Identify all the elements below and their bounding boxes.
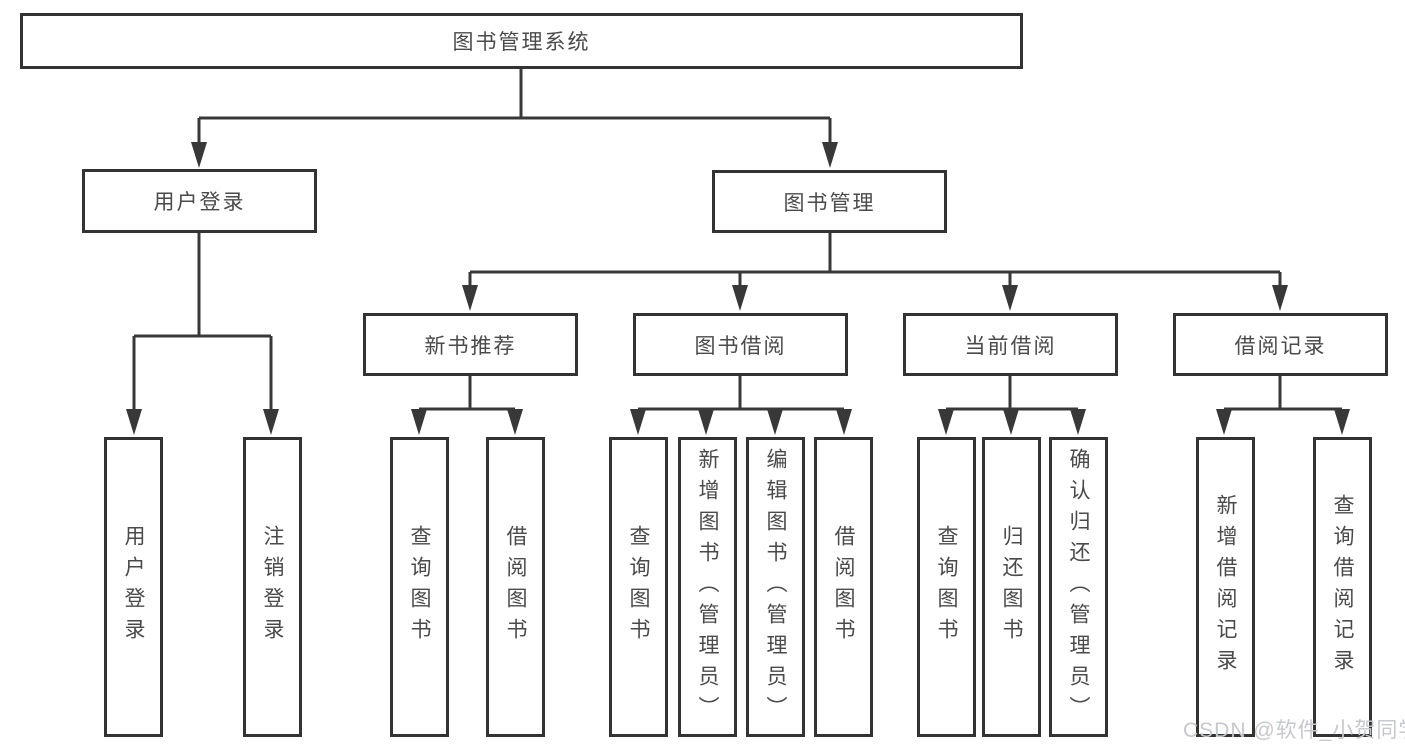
leaf-newbooks-query-books: 查询图书 xyxy=(390,437,449,737)
node-book-management-label: 图书管理 xyxy=(783,191,876,215)
leaf-newbooks-borrow-books-label: 借阅图书 xyxy=(504,525,527,649)
node-book-borrowing-label: 图书借阅 xyxy=(694,334,787,358)
leaf-user-login-label: 用户登录 xyxy=(122,525,145,649)
leaf-current-confirm-return-admin: 确认归还（管理员） xyxy=(1049,437,1108,737)
node-user-login: 用户登录 xyxy=(82,169,317,233)
leaf-records-add-record-label: 新增借阅记录 xyxy=(1214,494,1237,680)
leaf-borrow-add-books-admin: 新增图书（管理员） xyxy=(678,437,737,737)
leaf-logout-label: 注销登录 xyxy=(261,525,284,649)
leaf-borrow-borrow-books: 借阅图书 xyxy=(814,437,873,737)
leaf-logout: 注销登录 xyxy=(243,437,302,737)
node-book-management: 图书管理 xyxy=(712,170,947,233)
node-new-book-recommend-label: 新书推荐 xyxy=(424,334,517,358)
leaf-borrow-edit-books-admin: 编辑图书（管理员） xyxy=(746,437,805,737)
leaf-current-return-books: 归还图书 xyxy=(982,437,1041,737)
node-current-borrowing-label: 当前借阅 xyxy=(964,334,1057,358)
leaf-borrow-query-books-label: 查询图书 xyxy=(627,525,650,649)
leaf-user-login: 用户登录 xyxy=(104,437,163,737)
node-borrowing-records-label: 借阅记录 xyxy=(1234,334,1327,358)
leaf-newbooks-query-books-label: 查询图书 xyxy=(408,525,431,649)
leaf-records-query-record: 查询借阅记录 xyxy=(1313,437,1372,737)
leaf-current-query-books-label: 查询图书 xyxy=(935,525,958,649)
node-book-borrowing: 图书借阅 xyxy=(633,313,848,376)
node-root-system: 图书管理系统 xyxy=(20,13,1023,69)
node-borrowing-records: 借阅记录 xyxy=(1173,313,1388,376)
node-root-label: 图书管理系统 xyxy=(452,31,591,54)
node-new-book-recommend: 新书推荐 xyxy=(363,313,578,376)
leaf-borrow-borrow-books-label: 借阅图书 xyxy=(832,525,855,649)
arrowheads xyxy=(126,142,1350,435)
leaf-current-return-books-label: 归还图书 xyxy=(1000,525,1023,649)
csdn-watermark: CSDN @软件_小贺同学 xyxy=(1183,719,1405,742)
leaf-records-add-record: 新增借阅记录 xyxy=(1196,437,1255,737)
leaf-records-query-record-label: 查询借阅记录 xyxy=(1331,494,1354,680)
leaf-current-query-books: 查询图书 xyxy=(917,437,976,737)
leaf-borrow-query-books: 查询图书 xyxy=(609,437,668,737)
leaf-newbooks-borrow-books: 借阅图书 xyxy=(486,437,545,737)
node-current-borrowing: 当前借阅 xyxy=(903,313,1118,376)
leaf-current-confirm-return-admin-label: 确认归还（管理员） xyxy=(1067,447,1090,727)
leaf-borrow-edit-books-admin-label: 编辑图书（管理员） xyxy=(764,447,787,727)
leaf-borrow-add-books-admin-label: 新增图书（管理员） xyxy=(696,447,719,727)
node-user-login-label: 用户登录 xyxy=(153,191,246,214)
